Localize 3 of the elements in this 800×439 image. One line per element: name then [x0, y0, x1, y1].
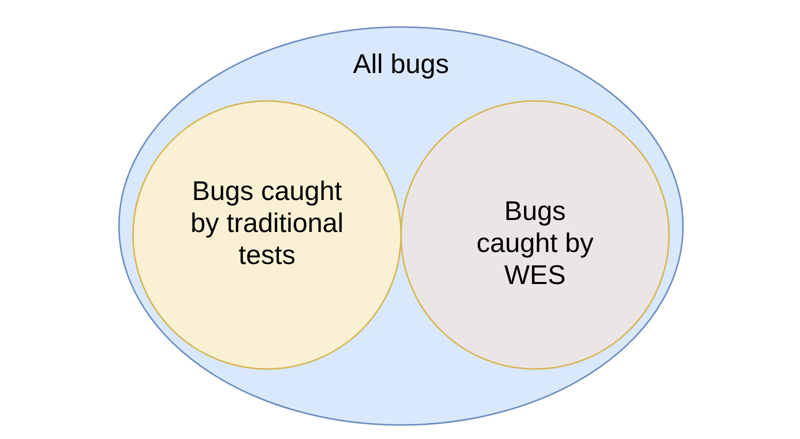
set-label: Bugs caught by WES [475, 195, 595, 291]
set-label: Bugs caught by traditional tests [189, 175, 345, 271]
set-label: All bugs [352, 48, 450, 80]
